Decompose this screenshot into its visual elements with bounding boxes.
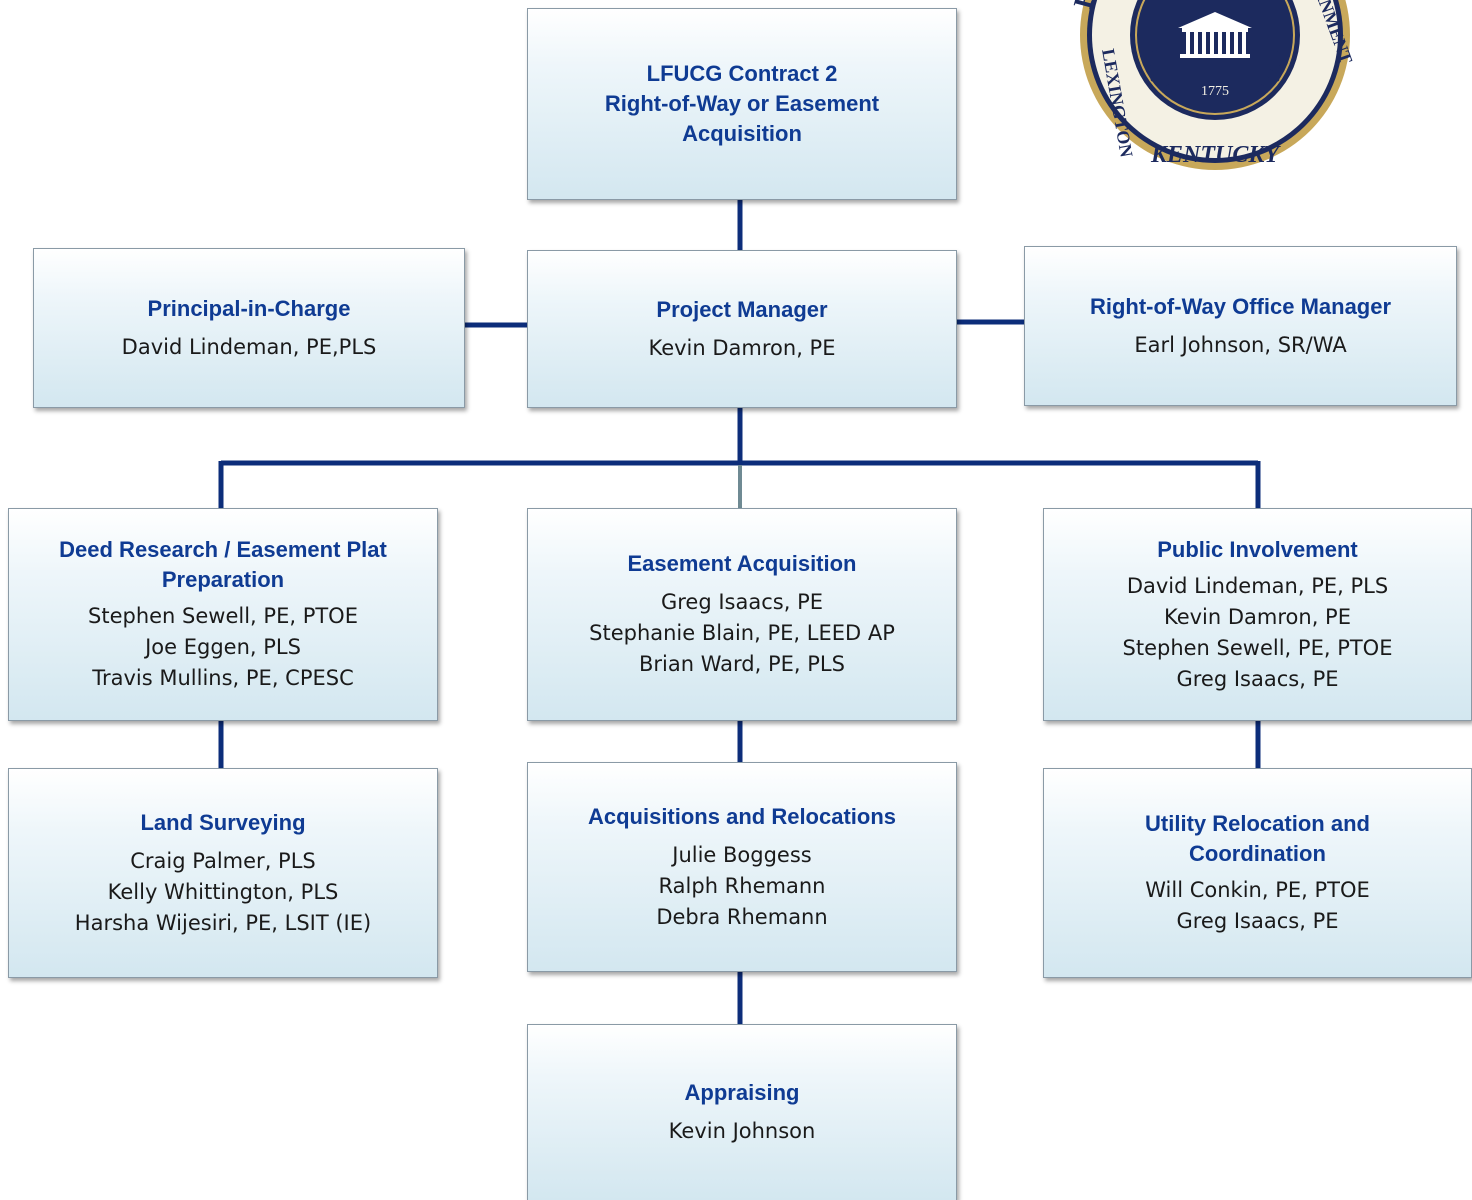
utility-person-1: Will Conkin, PE, PTOE — [1145, 878, 1370, 902]
contract-title: LFUCG Contract 2 Right-of-Way or Easemen… — [605, 59, 879, 149]
land-person-2: Kelly Whittington, PLS — [107, 879, 339, 904]
org-box-acquisitions-relocations: Acquisitions and Relocations Julie Bogge… — [527, 762, 957, 972]
org-box-public-involvement: Public Involvement David Lindeman, PE, P… — [1043, 508, 1472, 721]
utility-title-line-1: Utility Relocation and — [1145, 811, 1370, 836]
easement-person-3: Brian Ward, PE, PLS — [639, 652, 845, 676]
utility-person-2: Greg Isaacs, PE — [1176, 909, 1339, 933]
land-person-3: Harsha Wijesiri, PE, LSIT (IE) — [74, 910, 372, 935]
easement-person-2: Stephanie Blain, PE, LEED AP — [589, 621, 895, 645]
org-box-land-surveying: Land Surveying Craig Palmer, PLS Kelly W… — [8, 768, 438, 978]
public-person-4: Greg Isaacs, PE — [1176, 666, 1339, 691]
public-title: Public Involvement — [1157, 536, 1358, 562]
seal-text-left: F — [1068, 0, 1100, 12]
acq-person-2: Ralph Rhemann — [658, 873, 826, 898]
principal-person: David Lindeman, PE,PLS — [121, 334, 377, 359]
principal-title: Principal-in-Charge — [147, 295, 351, 321]
org-box-deed-research: Deed Research / Easement Plat Preparatio… — [8, 508, 438, 721]
appraising-title: Appraising — [684, 1080, 800, 1105]
public-person-3: Stephen Sewell, PE, PTOE — [1122, 635, 1393, 660]
acq-person-1: Julie Boggess — [672, 842, 812, 867]
easement-person-1: Greg Isaacs, PE — [660, 590, 823, 614]
contract-title-line-1: LFUCG Contract 2 — [646, 61, 838, 86]
deed-person-1: Stephen Sewell, PE, PTOE — [88, 604, 358, 628]
deed-title-line-2: Preparation — [161, 567, 285, 592]
acq-person-3: Debra Rhemann — [656, 904, 828, 929]
org-box-appraising: Appraising Kevin Johnson — [527, 1024, 957, 1200]
pm-title: Project Manager — [656, 296, 828, 322]
utility-title-line-2: Coordination — [1189, 841, 1326, 866]
row-office-title: Right-of-Way Office Manager — [1089, 293, 1392, 319]
org-box-principal-in-charge: Principal-in-Charge David Lindeman, PE,P… — [33, 248, 465, 408]
deed-title: Deed Research / Easement Plat Preparatio… — [59, 535, 387, 595]
public-person-1: David Lindeman, PE, PLS — [1126, 573, 1389, 598]
deed-person-2: Joe Eggen, PLS — [145, 635, 301, 659]
easement-title: Easement Acquisition — [627, 551, 857, 576]
contract-title-line-3: Acquisition — [682, 121, 802, 146]
org-box-project-manager: Project Manager Kevin Damron, PE — [527, 250, 957, 408]
seal-text-bottom: KENTUCKY — [1150, 142, 1281, 168]
org-box-utility-relocation: Utility Relocation and Coordination Will… — [1043, 768, 1472, 978]
org-box-row-office-manager: Right-of-Way Office Manager Earl Johnson… — [1024, 246, 1457, 406]
deed-person-3: Travis Mullins, PE, CPESC — [92, 666, 354, 690]
land-person-1: Craig Palmer, PLS — [130, 848, 316, 873]
deed-title-line-1: Deed Research / Easement Plat — [59, 537, 387, 562]
org-box-easement-acquisition: Easement Acquisition Greg Isaacs, PE Ste… — [527, 508, 957, 721]
pm-person: Kevin Damron, PE — [648, 335, 836, 360]
org-box-contract: LFUCG Contract 2 Right-of-Way or Easemen… — [527, 8, 957, 200]
government-seal-logo: 1775 F GOVERNMENT LEXINGTON KENTUCKY — [1068, 0, 1357, 170]
utility-title: Utility Relocation and Coordination — [1145, 809, 1370, 869]
acq-title: Acquisitions and Relocations — [587, 803, 897, 829]
public-person-2: Kevin Damron, PE — [1163, 604, 1351, 629]
land-title: Land Surveying — [140, 809, 306, 835]
seal-year: 1775 — [1201, 84, 1229, 99]
contract-title-line-2: Right-of-Way or Easement — [604, 91, 880, 116]
appraising-person: Kevin Johnson — [668, 1119, 816, 1143]
row-office-person: Earl Johnson, SR/WA — [1134, 332, 1347, 357]
